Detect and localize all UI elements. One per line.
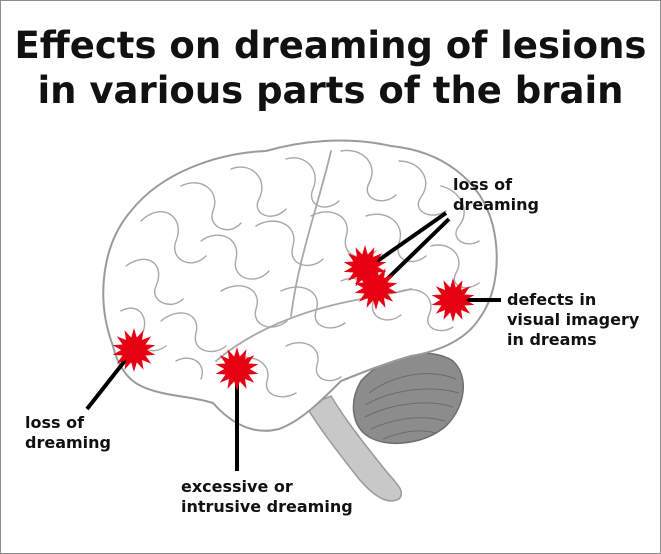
- label-temporal-line-1: excessive or: [181, 477, 353, 497]
- label-occipital-line-2: visual imagery: [507, 310, 639, 330]
- leader-frontal: [87, 353, 131, 409]
- label-temporal-line-2: intrusive dreaming: [181, 497, 353, 517]
- label-frontal: loss of dreaming: [25, 413, 111, 453]
- label-occipital-line-3: in dreams: [507, 330, 639, 350]
- label-parietal-line-2: dreaming: [453, 195, 539, 215]
- label-parietal-line-1: loss of: [453, 175, 539, 195]
- label-occipital: defects in visual imagery in dreams: [507, 290, 639, 350]
- label-parietal: loss of dreaming: [453, 175, 539, 215]
- label-occipital-line-1: defects in: [507, 290, 639, 310]
- label-temporal: excessive or intrusive dreaming: [181, 477, 353, 517]
- label-frontal-line-2: dreaming: [25, 433, 111, 453]
- label-frontal-line-1: loss of: [25, 413, 111, 433]
